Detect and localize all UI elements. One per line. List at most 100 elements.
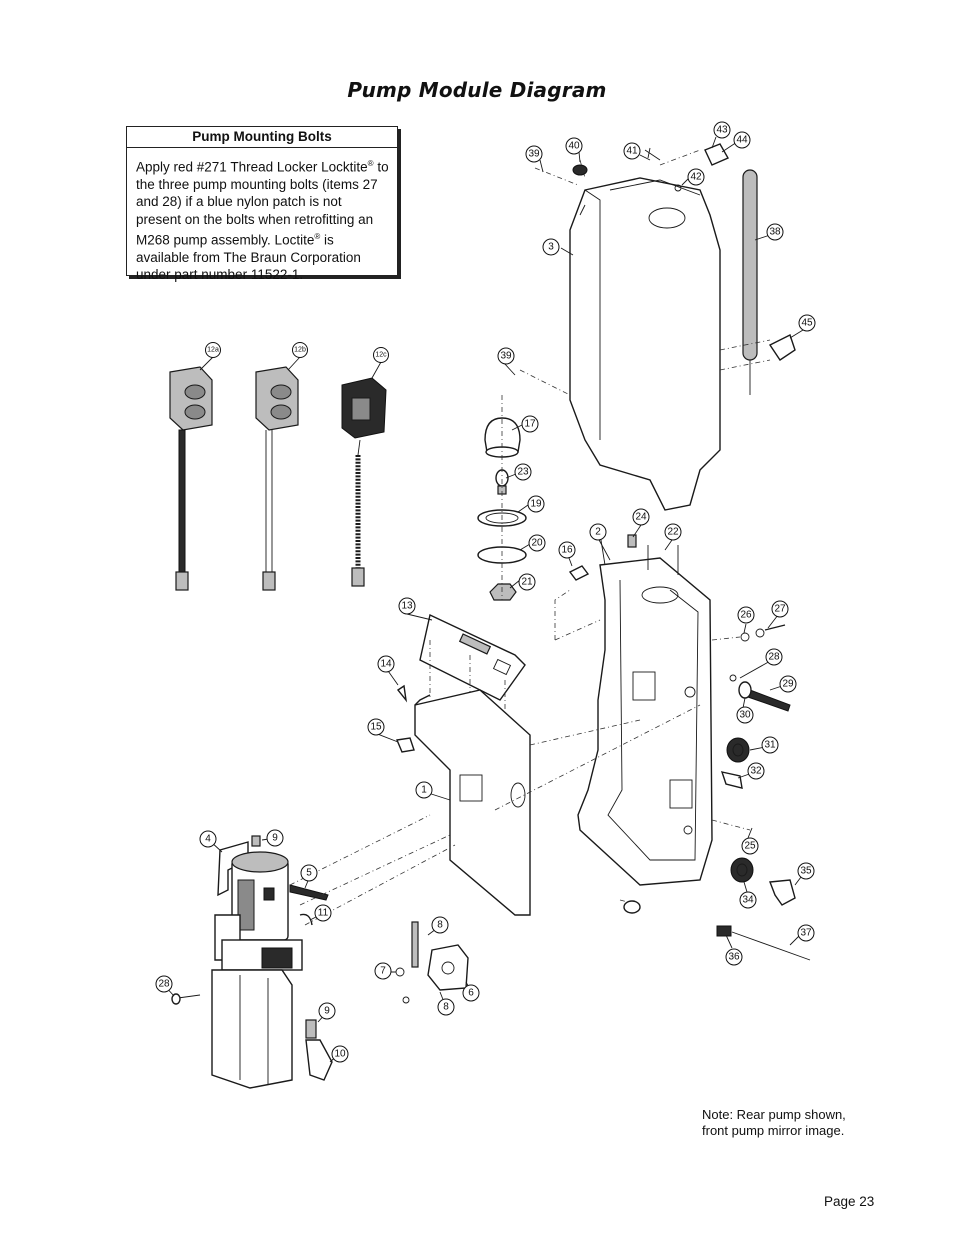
callout-35: 35 [797, 862, 815, 880]
svg-text:28: 28 [158, 979, 170, 990]
svg-text:27: 27 [774, 604, 786, 615]
pump-handle [742, 169, 758, 395]
callout-32: 32 [747, 762, 765, 780]
callout-37: 37 [797, 924, 815, 942]
svg-text:8: 8 [437, 920, 443, 931]
callout-3: 3 [542, 238, 560, 256]
callout-12c: 12c [373, 347, 389, 363]
svg-text:11: 11 [318, 908, 329, 919]
callout-14: 14 [377, 655, 395, 673]
page-number: Page 23 [824, 1194, 875, 1209]
svg-text:9: 9 [272, 833, 278, 844]
svg-text:35: 35 [800, 866, 812, 877]
svg-text:23: 23 [517, 467, 529, 478]
callout-28b: 28 [155, 975, 173, 993]
callout-39b: 39 [497, 347, 515, 365]
svg-text:12a: 12a [207, 347, 219, 354]
callout-43: 43 [713, 121, 731, 139]
callout-39: 39 [525, 145, 543, 163]
registered-mark: ® [367, 159, 374, 168]
callout-38: 38 [766, 223, 784, 241]
callout-41: 41 [623, 142, 641, 160]
svg-text:26: 26 [740, 610, 752, 621]
svg-text:1: 1 [421, 785, 427, 796]
svg-text:5: 5 [306, 868, 312, 879]
svg-text:12b: 12b [294, 347, 306, 354]
note-text-1: Apply red #271 Thread Locker Locktite [136, 159, 368, 175]
mounting-plate [414, 689, 531, 916]
latch-plate [704, 143, 729, 166]
svg-text:3: 3 [548, 242, 554, 253]
mounting-bolts-note: Pump Mounting Bolts Apply red #271 Threa… [126, 126, 398, 282]
callout-25: 25 [741, 837, 759, 855]
registered-mark: ® [314, 232, 321, 242]
callout-42: 42 [687, 168, 705, 186]
callout-8b: 8 [437, 998, 455, 1016]
note-text-2: to the three pump mounting bolts (items … [136, 159, 389, 248]
svg-text:2: 2 [595, 527, 601, 538]
svg-text:7: 7 [380, 966, 386, 977]
svg-text:19: 19 [530, 499, 542, 510]
threaded-rod [747, 689, 791, 712]
handle-bracket [768, 334, 796, 361]
svg-text:30: 30 [739, 710, 751, 721]
svg-text:15: 15 [370, 722, 382, 733]
switch-15 [396, 737, 415, 753]
callout-21: 21 [518, 573, 536, 591]
cap-plug [572, 164, 588, 176]
callout-16: 16 [558, 541, 576, 559]
callout-40: 40 [565, 137, 583, 155]
callout-45: 45 [798, 314, 816, 332]
svg-text:39: 39 [500, 351, 512, 362]
note-body: Apply red #271 Thread Locker Locktite® t… [127, 148, 397, 284]
callout-20: 20 [528, 534, 546, 552]
svg-text:6: 6 [468, 988, 474, 999]
reservoir-cover [569, 177, 721, 511]
rear-pump-note: Note: Rear pump shown, front pump mirror… [702, 1107, 846, 1139]
pump-frame [577, 557, 713, 886]
callout-17: 17 [521, 415, 539, 433]
svg-text:36: 36 [728, 952, 740, 963]
dome-light-assembly [477, 395, 527, 601]
svg-text:8: 8 [443, 1002, 449, 1013]
svg-text:16: 16 [561, 545, 573, 556]
svg-text:22: 22 [667, 527, 679, 538]
callout-28a: 28 [765, 648, 783, 666]
svg-text:39: 39 [528, 149, 540, 160]
svg-text:38: 38 [769, 227, 781, 238]
callout-30: 30 [736, 706, 754, 724]
valve-block-6 [395, 921, 469, 1004]
callout-9b: 9 [318, 1002, 336, 1020]
svg-text:37: 37 [800, 928, 812, 939]
svg-text:28: 28 [768, 652, 780, 663]
pendant-12b [255, 366, 299, 591]
svg-text:43: 43 [716, 125, 728, 136]
callout-29: 29 [779, 675, 797, 693]
callout-5: 5 [300, 864, 318, 882]
callout-4: 4 [199, 830, 217, 848]
callout-44: 44 [733, 131, 751, 149]
note-text-3: is available from The Braun Corporation … [136, 232, 361, 283]
note-heading: Pump Mounting Bolts [127, 127, 397, 148]
callout-27: 27 [771, 600, 789, 618]
callout-6: 6 [462, 984, 480, 1002]
pendant-12c [341, 377, 387, 587]
footnote-line-2: front pump mirror image. [702, 1123, 845, 1138]
svg-text:45: 45 [801, 318, 813, 329]
callout-12b: 12b [292, 342, 308, 358]
callout-22: 22 [664, 523, 682, 541]
grommet-31 [726, 737, 750, 763]
callout-15: 15 [367, 718, 385, 736]
callout-31: 31 [761, 736, 779, 754]
pendant-12a [169, 366, 213, 591]
callout-1: 1 [415, 781, 433, 799]
callout-24: 24 [632, 508, 650, 526]
callout-13: 13 [398, 597, 416, 615]
svg-text:41: 41 [626, 146, 638, 157]
svg-text:21: 21 [521, 577, 533, 588]
callout-10: 10 [331, 1045, 349, 1063]
callout-34: 34 [739, 891, 757, 909]
callout-2: 2 [589, 523, 607, 541]
svg-text:31: 31 [764, 740, 776, 751]
